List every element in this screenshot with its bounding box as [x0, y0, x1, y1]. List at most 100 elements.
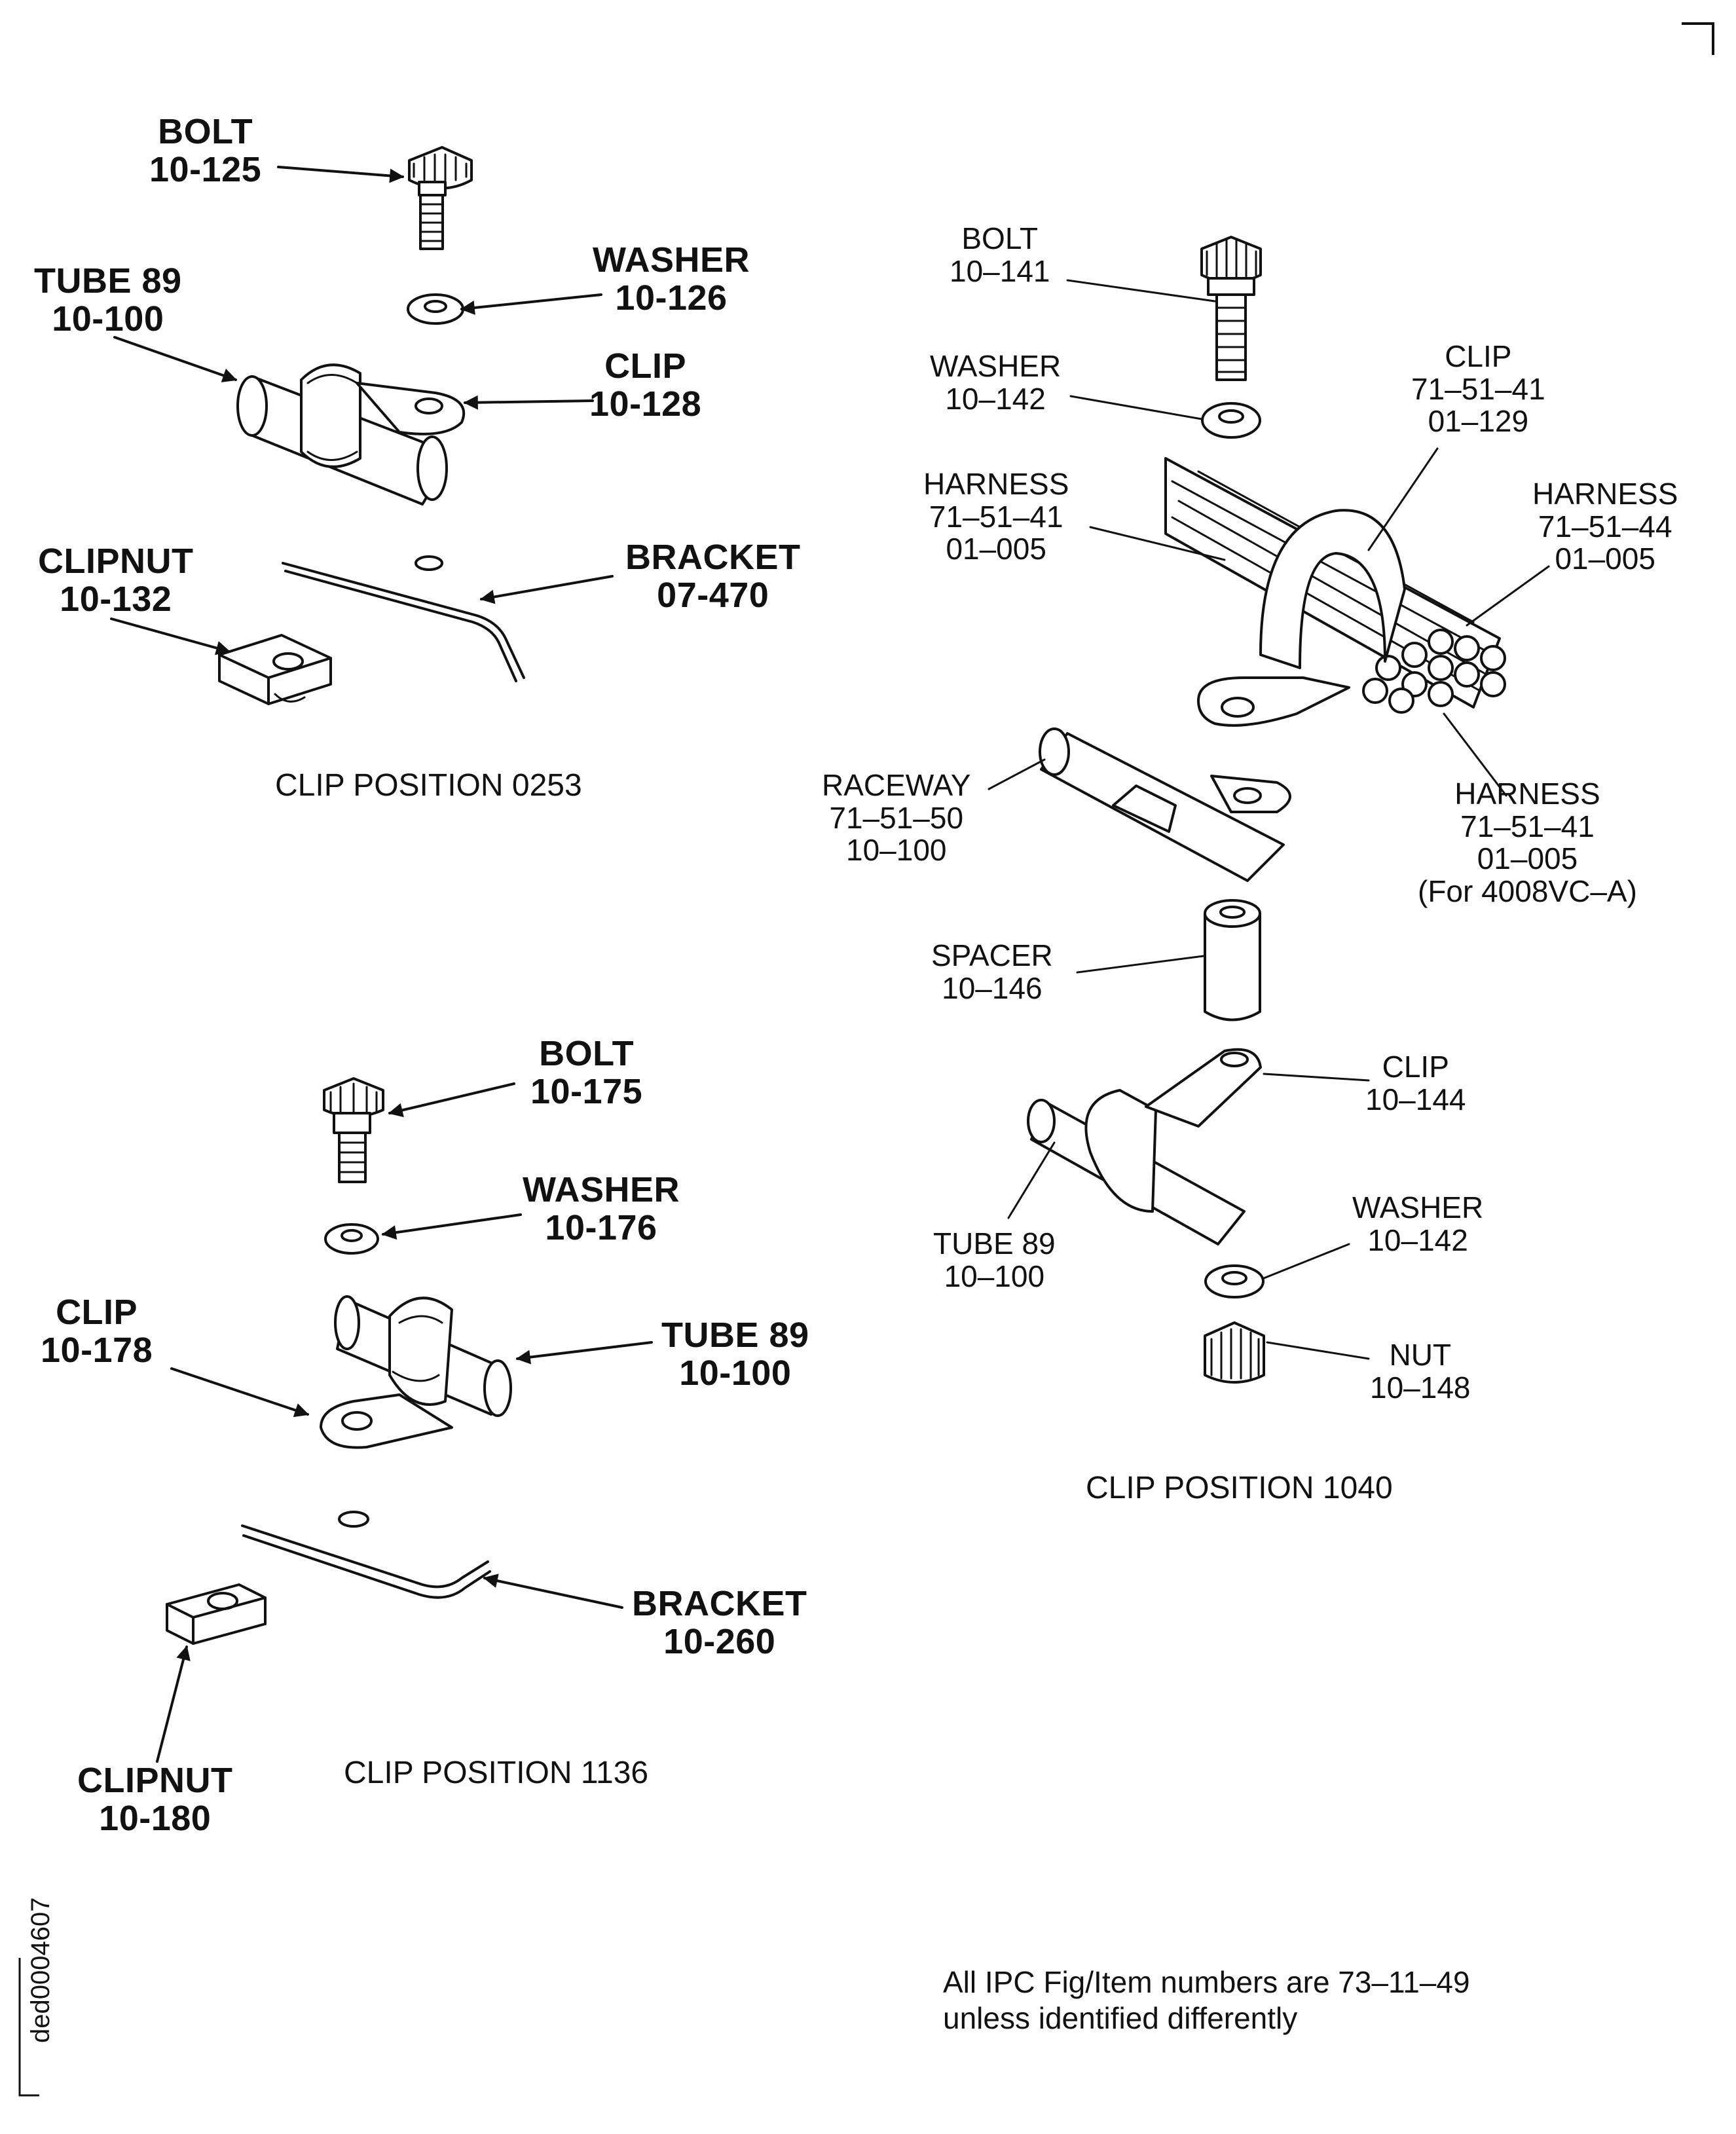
- label-number: 10-260: [663, 1622, 776, 1662]
- bracket-1136-drawing: [241, 1511, 491, 1599]
- label-harness-bottom: HARNESS 71–51–41 01–005 (For 4008VC–A): [1418, 777, 1637, 909]
- caption-clip-position-0253: CLIP POSITION 0253: [275, 768, 582, 803]
- label-name: HARNESS: [1454, 777, 1600, 811]
- harness-bundle-drawing: [1164, 457, 1506, 714]
- label-number: 10-100: [679, 1353, 792, 1393]
- label-tube-1040: TUBE 89 10–100: [933, 1226, 1056, 1293]
- label-ref: 71–51–41: [929, 499, 1063, 534]
- label-number: 07-470: [657, 576, 769, 616]
- label-clip-1040-top: CLIP 71–51–41 01–129: [1411, 340, 1545, 438]
- label-number: 10-100: [52, 299, 164, 339]
- label-number: 01–005: [1555, 542, 1655, 576]
- label-number: 10–144: [1365, 1082, 1466, 1116]
- label-number: 01–005: [1477, 841, 1578, 876]
- label-raceway: RACEWAY 71–51–50 10–100: [822, 769, 970, 867]
- label-number: 01–129: [1428, 404, 1529, 439]
- label-number: 10–142: [1367, 1223, 1468, 1257]
- washer-0253-drawing: [407, 293, 464, 325]
- label-ref: 71–51–41: [1411, 371, 1545, 406]
- spacer-drawing: [1204, 899, 1261, 1021]
- label-number: 10–100: [845, 833, 947, 868]
- label-number: 10–146: [942, 970, 1043, 1005]
- footnote-line-1: All IPC Fig/Item numbers are 73–11–49: [943, 1965, 1470, 1999]
- label-name: WASHER: [593, 240, 750, 280]
- label-name: TUBE 89: [34, 261, 182, 301]
- label-name: CLIP: [1382, 1050, 1449, 1084]
- washer-1040-bottom-drawing: [1204, 1264, 1265, 1298]
- label-washer-1136: WASHER 10-176: [523, 1171, 680, 1247]
- label-ref: 71–51–50: [829, 800, 964, 835]
- footnote: All IPC Fig/Item numbers are 73–11–49 un…: [943, 1964, 1470, 2036]
- label-tube-1136: TUBE 89 10-100: [661, 1316, 809, 1393]
- label-number: 01–005: [946, 532, 1046, 566]
- label-name: WASHER: [523, 1170, 680, 1209]
- label-name: CLIP: [604, 346, 687, 386]
- label-bolt-1136: BOLT 10-175: [530, 1035, 642, 1111]
- label-harness-left: HARNESS 71–51–41 01–005: [923, 468, 1069, 566]
- tube-clip-1136-drawing: [320, 1295, 512, 1449]
- label-name: BOLT: [158, 112, 253, 151]
- label-name: CLIPNUT: [77, 1761, 233, 1800]
- label-name: RACEWAY: [822, 768, 971, 802]
- label-bracket-1136: BRACKET 10-260: [632, 1585, 807, 1661]
- label-name: HARNESS: [923, 467, 1069, 501]
- label-spacer: SPACER 10–146: [931, 938, 1053, 1005]
- caption-clip-position-1136: CLIP POSITION 1136: [344, 1756, 649, 1790]
- label-name: CLIP: [1445, 339, 1512, 373]
- label-washer-1040-top: WASHER 10–142: [930, 350, 1061, 415]
- label-number: 10-180: [99, 1799, 212, 1839]
- label-clip-1040-bottom: CLIP 10–144: [1365, 1050, 1466, 1116]
- label-name: NUT: [1389, 1338, 1452, 1372]
- label-number: 10–141: [950, 253, 1050, 288]
- clipnut-1136-drawing: [166, 1583, 267, 1645]
- label-name: WASHER: [1352, 1190, 1484, 1224]
- label-nut-1040: NUT 10–148: [1370, 1338, 1471, 1405]
- bolt-1040-drawing: [1200, 236, 1262, 381]
- nut-1040-drawing: [1204, 1321, 1265, 1384]
- label-tube-0253: TUBE 89 10-100: [34, 262, 182, 339]
- bolt-0253-drawing: [408, 146, 473, 250]
- label-name: CLIPNUT: [38, 542, 194, 581]
- label-clipnut-0253: CLIPNUT 10-132: [38, 542, 193, 619]
- washer-1136-drawing: [324, 1223, 379, 1255]
- label-number: 10–142: [945, 381, 1046, 416]
- label-name: SPACER: [931, 938, 1053, 972]
- label-number: 10–148: [1370, 1370, 1471, 1405]
- label-number: 10–100: [944, 1259, 1045, 1293]
- label-number: 10-175: [530, 1072, 643, 1112]
- label-number: 10-128: [589, 384, 702, 424]
- label-name: HARNESS: [1532, 477, 1678, 511]
- label-name: WASHER: [930, 349, 1062, 383]
- label-number: 10-176: [545, 1208, 657, 1248]
- raceway-drawing: [1039, 727, 1291, 882]
- label-clipnut-1136: CLIPNUT 10-180: [77, 1761, 232, 1838]
- document-id: ded0004607: [26, 1897, 55, 2043]
- washer-1040-top-drawing: [1201, 402, 1261, 439]
- label-bracket-0253: BRACKET 07-470: [625, 538, 801, 615]
- label-number: 10-125: [149, 150, 262, 190]
- bolt-1136-drawing: [323, 1077, 384, 1183]
- label-washer-1040-bottom: WASHER 10–142: [1352, 1190, 1484, 1257]
- clipnut-0253-drawing: [218, 634, 332, 705]
- label-clip-0253: CLIP 10-128: [589, 347, 701, 424]
- label-washer-0253: WASHER 10-126: [593, 241, 750, 318]
- label-bolt-0253: BOLT 10-125: [149, 113, 261, 189]
- label-name: TUBE 89: [933, 1226, 1056, 1260]
- label-bolt-1040: BOLT 10–141: [950, 221, 1050, 288]
- label-ref: 71–51–44: [1538, 509, 1672, 543]
- label-name: TUBE 89: [661, 1315, 809, 1355]
- label-note: (For 4008VC–A): [1418, 874, 1637, 909]
- label-name: CLIP: [56, 1293, 138, 1332]
- label-name: BRACKET: [632, 1584, 807, 1623]
- label-name: BOLT: [961, 221, 1039, 255]
- label-number: 10-126: [615, 278, 728, 318]
- label-name: BOLT: [539, 1034, 635, 1073]
- tube-clip-0253-drawing: [236, 363, 466, 506]
- footnote-line-2: unless identified differently: [943, 2001, 1298, 2036]
- corner-crop-mark: [1682, 22, 1714, 55]
- label-number: 10-132: [60, 579, 172, 619]
- tube-clip-1040-drawing: [1027, 1048, 1262, 1245]
- bracket-0253-drawing: [282, 555, 525, 682]
- label-name: BRACKET: [625, 538, 801, 577]
